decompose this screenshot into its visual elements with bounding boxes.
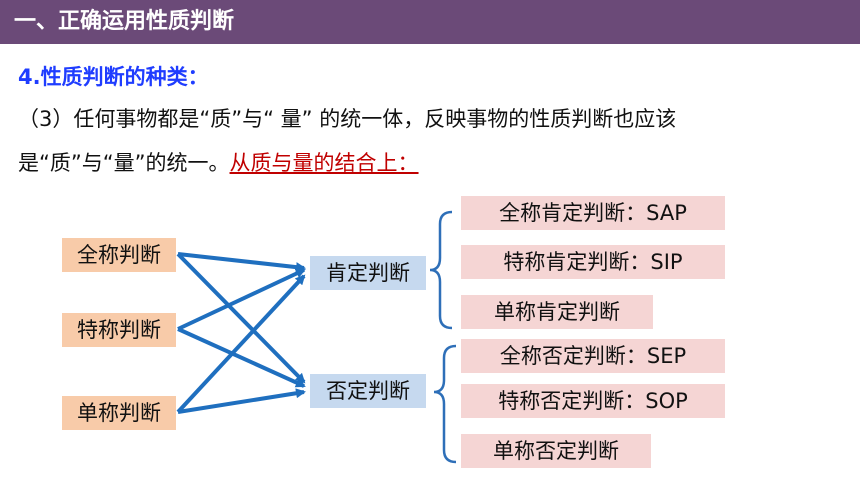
box-singular-negative: 单称否定判断 (461, 434, 651, 468)
section-heading: 4.性质判断的种类： (18, 65, 209, 89)
box-sep: 全称否定判断：SEP (461, 339, 725, 373)
box-universal-judgment: 全称判断 (62, 238, 176, 272)
header-bar: 一、正确运用性质判断 (0, 0, 860, 44)
box-singular-affirmative: 单称肯定判断 (461, 295, 653, 329)
header-title: 一、正确运用性质判断 (14, 9, 235, 34)
brace-affirmative (429, 210, 453, 330)
box-affirmative-judgment: 肯定判断 (310, 256, 426, 290)
box-particular-judgment: 特称判断 (62, 313, 176, 347)
box-singular-judgment: 单称判断 (62, 396, 176, 430)
arrow-particular-to-negative (177, 327, 306, 388)
box-negative-judgment: 否定判断 (310, 374, 426, 408)
paragraph-highlight: 从质与量的结合上： (229, 151, 419, 175)
paragraph-line-1: （3）任何事物都是“质”与“ 量” 的统一体，反映事物的性质判断也应该 (18, 107, 677, 131)
brace-negative (433, 344, 457, 464)
box-sip: 特称肯定判断：SIP (461, 245, 725, 279)
arrow-singular-to-affirmative (176, 274, 306, 414)
arrow-universal-to-negative (176, 252, 306, 384)
arrow-singular-to-negative (177, 388, 306, 414)
box-sop: 特称否定判断：SOP (461, 384, 725, 418)
paragraph-line-2: 是“质”与“量”的统一。从质与量的结合上： (18, 148, 419, 178)
box-sap: 全称肯定判断：SAP (461, 196, 725, 230)
paragraph-line-2-prefix: 是“质”与“量”的统一。 (18, 151, 230, 175)
arrow-universal-to-affirmative (177, 252, 306, 273)
arrow-particular-to-affirmative (177, 268, 306, 331)
